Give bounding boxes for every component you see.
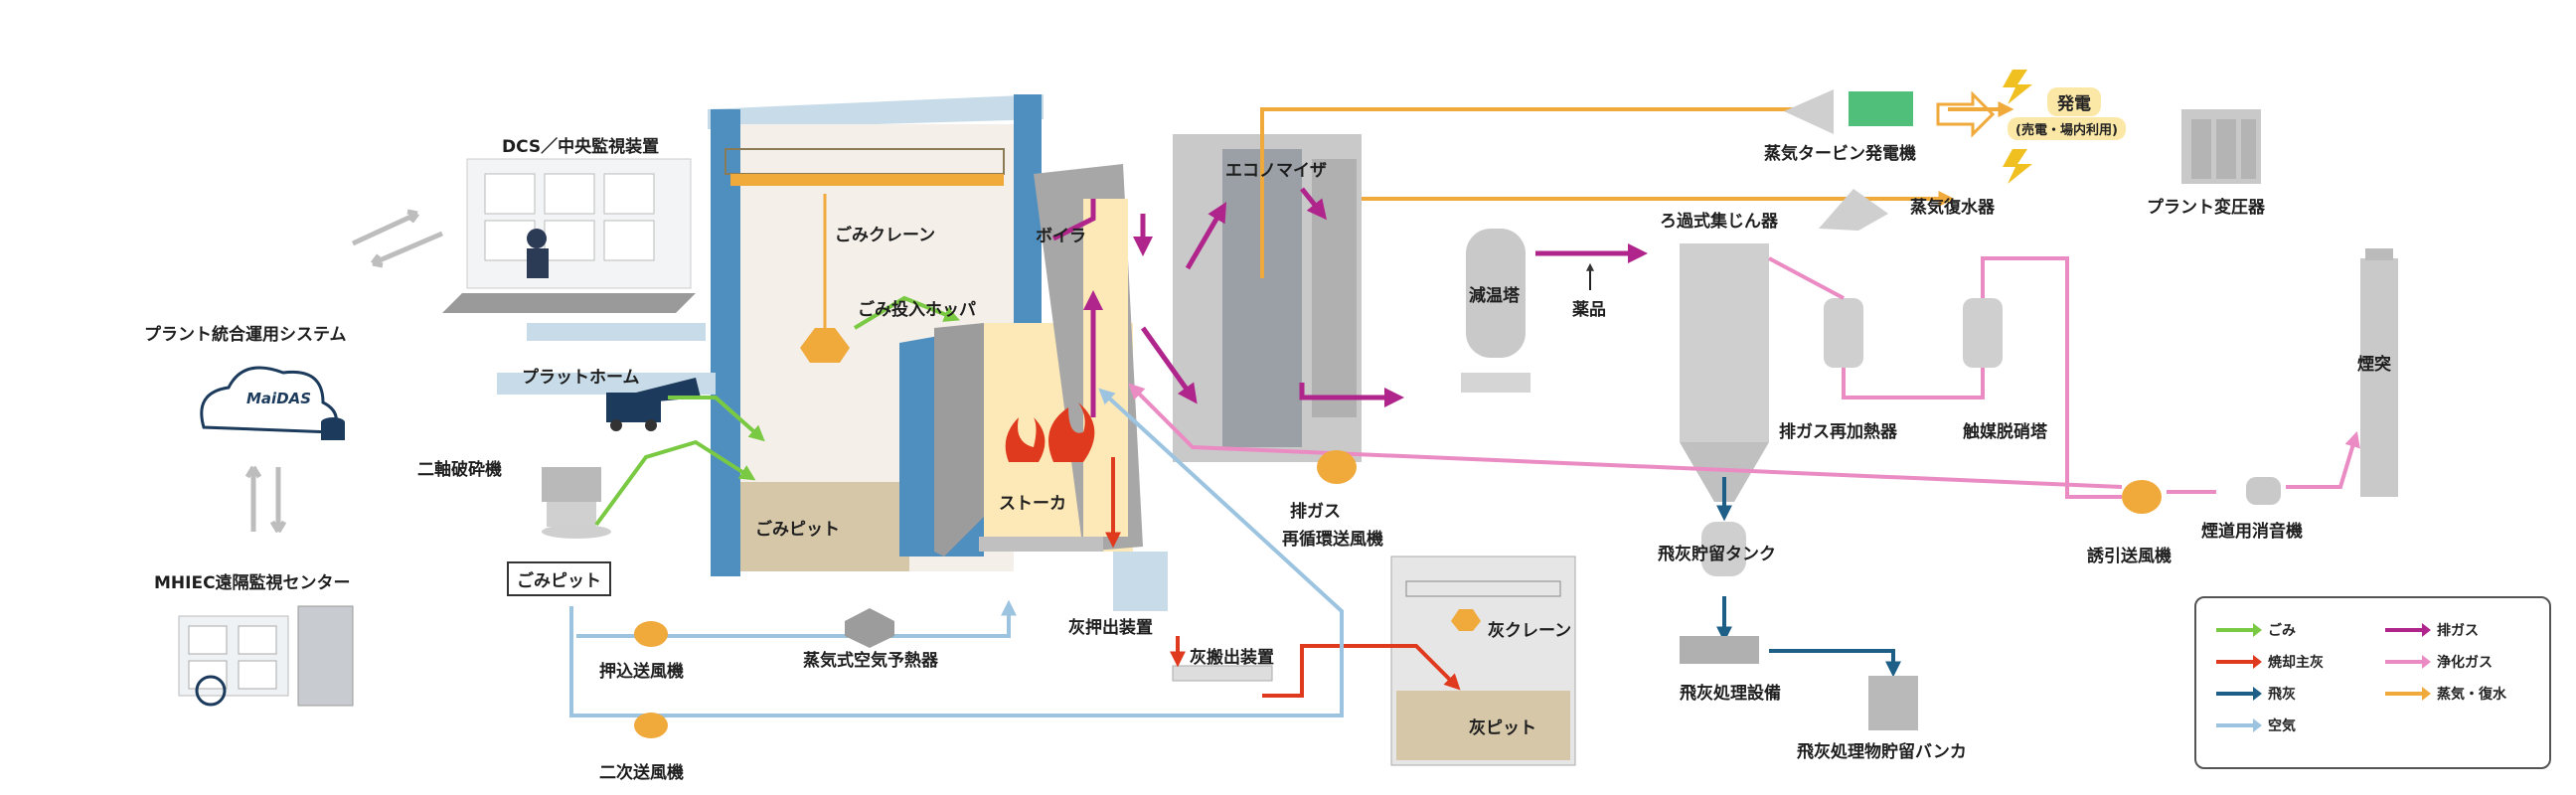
label-dcs: DCS／中央監視装置 — [502, 137, 660, 157]
legend-item: 排ガス — [2385, 620, 2479, 640]
flue-gas-flow — [1051, 187, 1648, 417]
label-pit: ごみピット — [755, 520, 840, 540]
label-maidas-system: プラント統合運用システム — [144, 325, 347, 345]
label-power: 発電 — [2047, 87, 2101, 116]
legend-swatch — [2385, 623, 2431, 637]
label-fly-ash-bunker: 飛灰処理物貯留バンカ — [1797, 742, 1967, 762]
label-push-fan: 押込送風機 — [599, 662, 684, 682]
legend-swatch — [2216, 655, 2262, 669]
lightning-icon — [2003, 70, 2032, 184]
gas-cooling-tower — [1461, 229, 1530, 393]
label-economizer: エコノマイザ — [1225, 161, 1327, 181]
label-crane: ごみクレーン — [835, 226, 936, 245]
legend-label: ごみ — [2268, 623, 2296, 639]
clean-gas-lines — [1128, 256, 2360, 499]
label-pit-box: ごみピット — [507, 561, 611, 596]
silencer — [2246, 477, 2281, 505]
label-condenser: 蒸気復水器 — [1910, 198, 1995, 218]
power-output-arrow — [1936, 90, 1996, 138]
legend-swatch — [2385, 687, 2431, 701]
label-air-preheater: 蒸気式空気予熱器 — [803, 651, 938, 671]
condenser — [1819, 189, 1888, 231]
dcs-console — [442, 158, 696, 313]
label-denox: 触媒脱硝塔 — [1963, 422, 2047, 442]
legend-swatch — [2385, 655, 2431, 669]
reheater — [1824, 298, 1863, 368]
label-remote-center: MHIEC遠隔監視センター — [154, 573, 351, 593]
label-silencer: 煙道用消音機 — [2201, 522, 2303, 542]
legend-item: 飛灰 — [2216, 684, 2296, 704]
label-flue-recirc-fan-1: 排ガス — [1290, 502, 1341, 522]
label-bag-filter: ろ過式集じん器 — [1660, 212, 1778, 232]
label-turbine: 蒸気タービン発電機 — [1764, 144, 1916, 164]
label-stack: 煙突 — [2357, 355, 2391, 375]
label-ash-conveyor: 灰搬出装置 — [1190, 648, 1274, 668]
label-chemicals: 薬品 — [1572, 300, 1606, 320]
turbine-generator — [1784, 89, 1913, 134]
maidas-cloud-icon — [200, 366, 345, 440]
label-ash-pit: 灰ピット — [1469, 718, 1536, 738]
legend-label: 焼却主灰 — [2268, 655, 2324, 671]
fly-ash-treatment — [1680, 636, 1759, 664]
ash-pit-building — [1172, 556, 1576, 766]
legend-swatch — [2216, 718, 2262, 732]
push-fan-icon — [634, 621, 668, 647]
waste-flow — [594, 295, 960, 527]
label-hopper: ごみ投入ホッパ — [858, 300, 976, 320]
label-boiler: ボイラ — [1036, 227, 1086, 246]
legend-label: 浄化ガス — [2437, 655, 2493, 671]
bag-filter — [1680, 243, 1769, 517]
legend-label: 排ガス — [2437, 623, 2479, 639]
label-induced-fan: 誘引送風機 — [2087, 547, 2172, 566]
label-flue-recirc-fan-2: 再循環送風機 — [1282, 530, 1383, 550]
legend: ごみ 排ガス 焼却主灰 浄化ガス 飛灰 蒸気・復水 空気 — [2194, 596, 2551, 769]
label-ash-crane: 灰クレーン — [1488, 621, 1572, 641]
legend-swatch — [2216, 623, 2262, 637]
transformer-icon — [2181, 109, 2261, 184]
denox-tower — [1963, 298, 2003, 368]
label-ash-pusher: 灰押出装置 — [1068, 618, 1153, 638]
flue-gas-recirc-fan — [1317, 450, 1357, 484]
legend-label: 蒸気・復水 — [2437, 687, 2506, 703]
label-transformer: プラント変圧器 — [2147, 198, 2265, 218]
legend-item: 浄化ガス — [2385, 652, 2493, 672]
shredder-machine — [542, 467, 611, 539]
air-preheater — [845, 608, 894, 648]
induced-fan — [2122, 480, 2162, 514]
stoker-flame-icon — [1005, 402, 1095, 462]
legend-item: ごみ — [2216, 620, 2296, 640]
fly-ash-tank — [1701, 522, 1746, 576]
stack — [2360, 248, 2398, 497]
label-maidas-logo: MaiDAS — [246, 390, 312, 407]
furnace-boiler — [934, 134, 1362, 611]
label-reheater: 排ガス再加熱器 — [1779, 422, 1897, 442]
air-lines — [569, 388, 1344, 717]
label-shredder: 二軸破砕機 — [417, 460, 502, 480]
label-cooling-tower: 減温塔 — [1469, 286, 1520, 306]
legend-label: 飛灰 — [2268, 687, 2296, 703]
legend-item: 蒸気・復水 — [2385, 684, 2506, 704]
legend-item: 空気 — [2216, 716, 2296, 735]
fly-ash-bunker — [1868, 676, 1918, 730]
legend-item: 焼却主灰 — [2216, 652, 2324, 672]
remote-center-icon — [178, 605, 354, 707]
label-fly-ash-treatment: 飛灰処理設備 — [1680, 684, 1781, 704]
legend-swatch — [2216, 687, 2262, 701]
legend-label: 空気 — [2268, 718, 2296, 734]
label-secondary-fan: 二次送風機 — [599, 763, 684, 783]
label-power-sub: (売電・場内利用) — [2008, 117, 2126, 140]
fly-ash-flow — [1716, 477, 1901, 678]
label-platform: プラットホーム — [522, 368, 640, 388]
sync-arrows — [244, 209, 443, 534]
label-stoker: ストーカ — [999, 494, 1066, 514]
label-fly-ash-tank: 飛灰貯留タンク — [1658, 545, 1776, 564]
bottom-ash-flow — [1105, 457, 1461, 698]
secondary-fan-icon — [634, 713, 668, 738]
